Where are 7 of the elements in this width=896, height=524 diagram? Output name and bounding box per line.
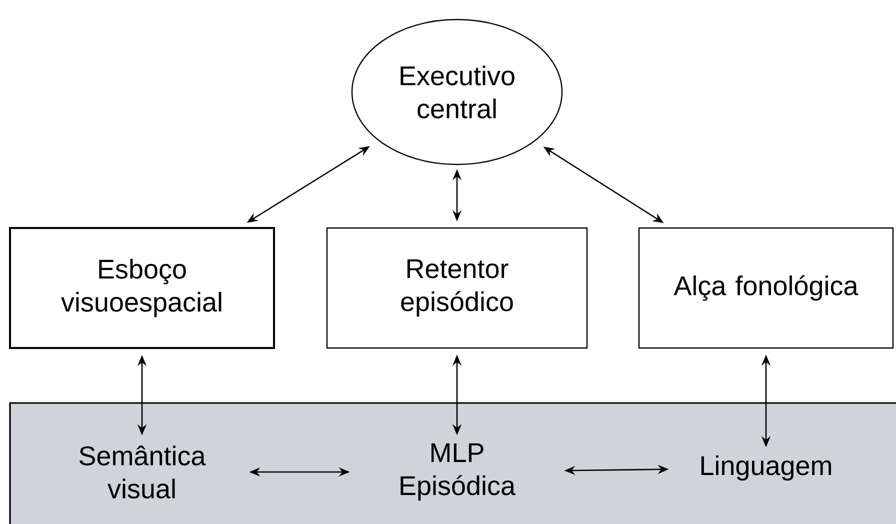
- component-box: Retentor episódico: [326, 227, 588, 349]
- band-label: Semântica visual: [79, 446, 206, 498]
- component-box: Esboço visuoespacial: [9, 227, 275, 349]
- component-box: Alça fonológica: [638, 227, 894, 349]
- band-label: MLP Episódica: [400, 443, 516, 501]
- band-label: Linguagem: [701, 455, 831, 481]
- memory-band: [9, 402, 896, 524]
